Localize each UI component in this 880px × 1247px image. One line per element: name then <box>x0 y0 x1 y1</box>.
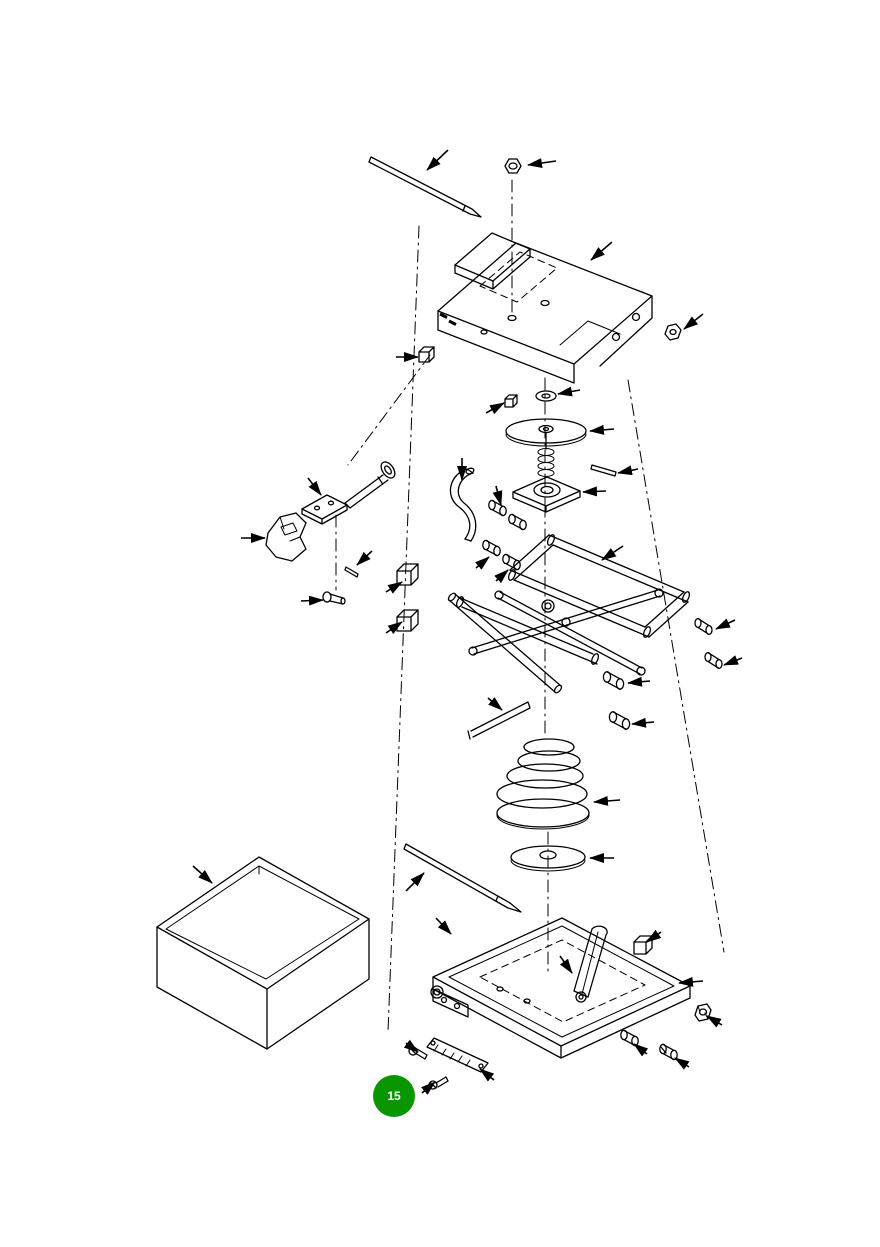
bushing-bottom-a <box>620 1029 639 1047</box>
callout-arrow <box>385 621 403 635</box>
callout-arrow <box>683 313 704 330</box>
callout-arrow <box>631 717 655 728</box>
bellows-spring <box>496 738 590 830</box>
spring-seat-plate <box>512 476 581 513</box>
callout-arrow <box>589 424 615 435</box>
cube-nut-upper <box>396 563 419 586</box>
callout-arrow <box>601 545 624 561</box>
callout-arrow <box>706 1015 723 1028</box>
spacer-bushing-upper <box>602 671 625 690</box>
adjuster-rack <box>426 1037 489 1073</box>
flat-washer <box>535 390 557 402</box>
hex-nut-right <box>664 323 682 341</box>
callout-arrow <box>593 795 621 806</box>
small-pin-left <box>344 566 359 578</box>
callout-arrow <box>715 618 736 630</box>
construction-lines <box>335 179 725 1033</box>
bushing-pair-lower <box>482 539 521 571</box>
lever-damper <box>573 925 608 1003</box>
long-rod-top <box>368 156 482 218</box>
callout-arrow <box>590 241 613 261</box>
callout-arrow <box>435 917 452 935</box>
callout-arrow <box>627 676 651 687</box>
long-rod-lower <box>403 843 522 913</box>
front-left-bracket <box>430 985 469 1018</box>
callout-arrow <box>582 486 607 497</box>
pivot-shaft <box>344 461 396 509</box>
callout-arrow <box>678 976 704 987</box>
callout-arrow <box>385 581 403 594</box>
callout-arrow <box>485 402 505 415</box>
square-nut-left <box>418 346 435 363</box>
callout-arrow <box>633 1043 649 1057</box>
curved-hook <box>449 467 477 542</box>
callout-arrow <box>403 1039 419 1053</box>
anchor-plate <box>301 494 348 525</box>
exploded-parts <box>156 156 723 1090</box>
small-square-nut <box>504 394 518 408</box>
bushing-pair-upper <box>488 499 527 531</box>
rack-screw-upper <box>408 1046 428 1060</box>
callout-arrow <box>307 477 322 496</box>
bushing-bottom-b <box>659 1043 678 1061</box>
top-plate <box>437 232 653 384</box>
coil-spring <box>537 448 555 477</box>
cube-nut-base <box>633 935 653 955</box>
storage-box <box>156 856 370 1050</box>
item-badge[interactable]: 15 <box>373 1075 415 1117</box>
callout-arrows <box>192 149 743 1095</box>
item-badge-circle[interactable] <box>373 1075 415 1117</box>
hex-nut-top <box>504 158 522 174</box>
latch-lever <box>265 512 307 562</box>
callout-arrow <box>192 865 213 884</box>
callout-arrow <box>646 929 662 943</box>
callout-arrow <box>421 1081 436 1095</box>
callout-arrow <box>300 595 324 606</box>
callout-arrow <box>405 872 425 892</box>
callout-arrow <box>674 1057 690 1070</box>
callout-arrow <box>475 556 490 570</box>
callout-arrow <box>557 386 581 397</box>
item-badge-label: 15 <box>387 1089 401 1103</box>
shoulder-bolt <box>322 591 346 605</box>
callout-arrow <box>492 485 503 506</box>
bushing-right-upper <box>694 617 713 636</box>
callout-arrow <box>356 550 373 566</box>
hex-nut-bottom-right <box>694 1003 712 1022</box>
straight-pin <box>590 464 617 477</box>
callout-arrow <box>723 655 743 666</box>
callout-arrow <box>617 465 639 476</box>
spacer-bushing-lower <box>608 711 631 730</box>
lower-disc <box>510 845 586 872</box>
callout-arrow <box>479 1068 495 1082</box>
bushing-right-lower <box>704 651 723 670</box>
cube-nut-lower <box>396 609 419 632</box>
callout-arrow <box>559 955 573 974</box>
rack-screw-lower <box>428 1076 449 1090</box>
pivot-pin-long <box>467 701 531 740</box>
upper-disc <box>505 418 587 450</box>
callout-arrow <box>494 569 509 584</box>
callout-arrow <box>527 158 557 168</box>
callout-arrow <box>487 697 503 711</box>
scissor-linkage <box>447 534 691 694</box>
callout-arrow <box>426 149 449 171</box>
